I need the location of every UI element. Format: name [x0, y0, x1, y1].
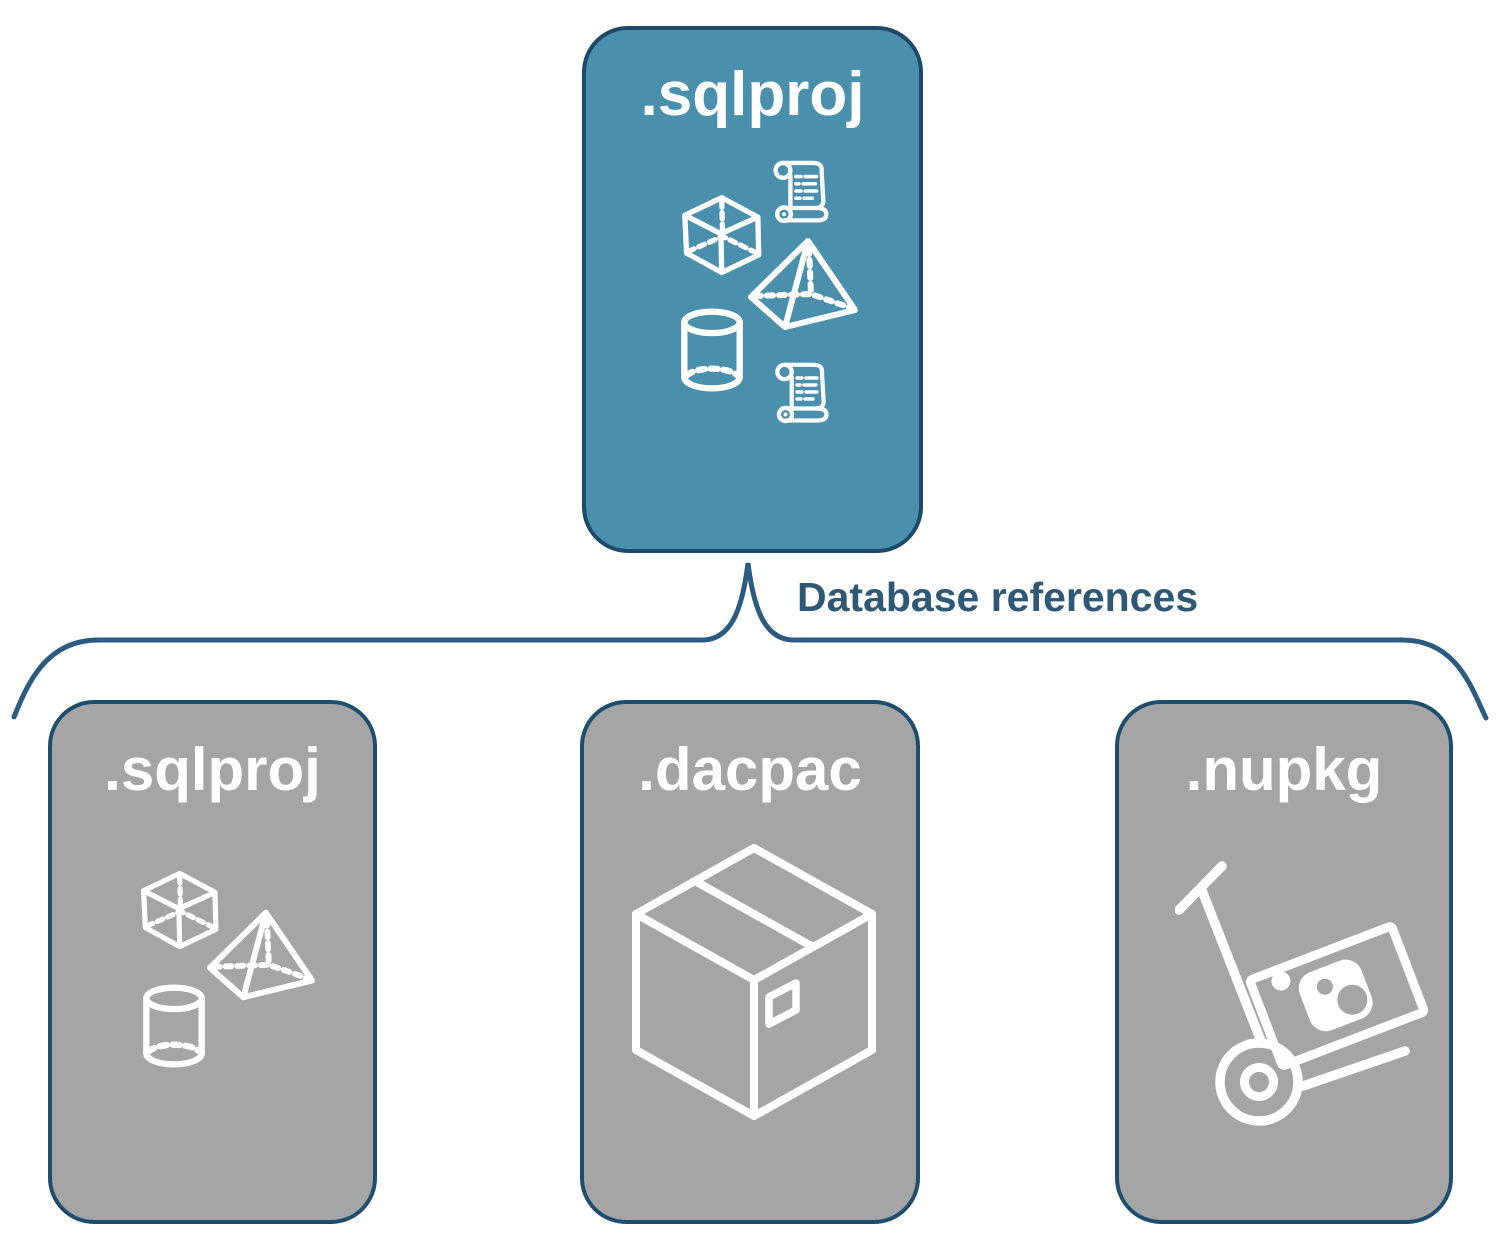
- pyramid-icon: [746, 236, 860, 332]
- nuget-hand-truck-icon: [1175, 860, 1431, 1126]
- scroll-icon: [770, 158, 830, 224]
- pyramid-icon: [205, 906, 317, 1004]
- node-dacpac-label: .dacpac: [638, 736, 862, 803]
- node-sqlproj-child: .sqlproj: [48, 700, 377, 1224]
- node-sqlproj-child-label: .sqlproj: [104, 736, 321, 803]
- cube-icon: [676, 188, 764, 276]
- node-sqlproj-root: .sqlproj: [582, 26, 923, 553]
- node-dacpac: .dacpac: [580, 700, 920, 1224]
- node-sqlproj-root-label: .sqlproj: [640, 60, 865, 129]
- brace-connector: [11, 562, 1489, 721]
- node-nupkg-label: .nupkg: [1185, 736, 1383, 803]
- node-nupkg: .nupkg: [1115, 700, 1453, 1224]
- cylinder-icon: [140, 984, 208, 1070]
- scroll-icon: [772, 360, 830, 424]
- cube-icon: [135, 864, 221, 950]
- connector-label: Database references: [797, 574, 1199, 620]
- package-box-icon: [632, 844, 876, 1122]
- cylinder-icon: [678, 308, 746, 394]
